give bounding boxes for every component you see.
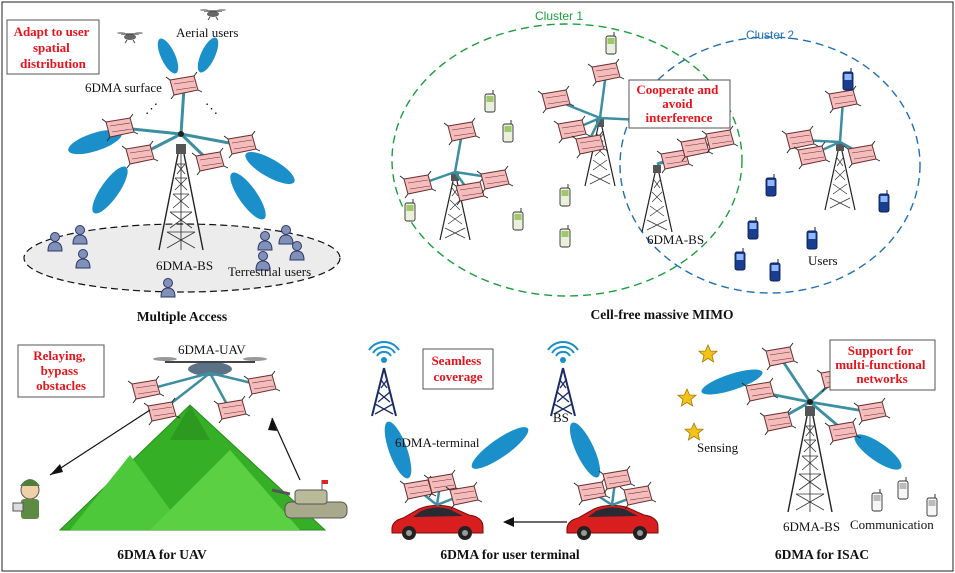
car-icon bbox=[391, 504, 484, 541]
beam-group bbox=[701, 369, 902, 470]
cluster-2-ellipse bbox=[619, 36, 921, 294]
label-bs: BS bbox=[553, 410, 569, 425]
phone-icon bbox=[871, 476, 938, 517]
drone-icon bbox=[116, 31, 144, 44]
arrow-relay-down bbox=[49, 409, 151, 476]
panel-multiple-access: ⋰ ⋱ Aerial users 6DMA surface 6DMA-BS Te… bbox=[6, 8, 341, 324]
radio-waves-icon bbox=[547, 340, 579, 364]
callout-box bbox=[17, 344, 105, 398]
caption-cell-free: Cell-free massive MIMO bbox=[591, 307, 734, 322]
label-6dma-bs-isac: 6DMA-BS bbox=[783, 519, 840, 534]
callout-cooperate: Cooperate and avoid interference bbox=[636, 82, 721, 125]
radio-waves-icon bbox=[368, 340, 400, 364]
caption-multiple-access: Multiple Access bbox=[137, 309, 227, 324]
label-6dma-uav: 6DMA-UAV bbox=[178, 342, 246, 357]
callout-box bbox=[6, 19, 100, 75]
callout-seamless: Seamless coverage bbox=[431, 353, 484, 384]
drone-icon bbox=[199, 8, 227, 21]
svg-text:⋰: ⋰ bbox=[145, 101, 158, 116]
callout-box bbox=[628, 79, 731, 129]
car-icon bbox=[566, 504, 659, 541]
beam-group bbox=[384, 421, 601, 479]
callout-box bbox=[829, 339, 936, 391]
svg-text:⋱: ⋱ bbox=[205, 101, 218, 116]
panel-terminal: 6DMA-terminal BS Seamless coverage 6DMA … bbox=[368, 340, 659, 562]
label-6dma-bs: 6DMA-BS bbox=[156, 258, 213, 273]
arrow-relay-up bbox=[271, 417, 301, 481]
label-cluster-2: Cluster 2 bbox=[746, 28, 794, 42]
caption-uav: 6DMA for UAV bbox=[117, 547, 207, 562]
ground-coverage-ellipse bbox=[23, 223, 341, 293]
soldier-icon bbox=[12, 479, 40, 519]
beam-group bbox=[68, 37, 295, 220]
tank-icon bbox=[271, 480, 348, 519]
label-terrestrial-users: Terrestrial users bbox=[228, 264, 311, 279]
panel-uav: 6DMA-UAV Relaying, bypass obstacles 6DMA… bbox=[12, 342, 348, 562]
label-communication: Communication bbox=[850, 517, 934, 532]
label-aerial-users: Aerial users bbox=[176, 25, 238, 40]
panel-cell-free: Cluster 1 Cluster 2 6DMA-BS Users bbox=[391, 9, 921, 322]
label-6dma-bs-cellfree: 6DMA-BS bbox=[647, 232, 704, 247]
label-users: Users bbox=[808, 253, 838, 268]
caption-terminal: 6DMA for user terminal bbox=[440, 547, 580, 562]
callout-adapt: Adapt to user spatial distribution bbox=[14, 24, 93, 71]
cluster-1-ellipse bbox=[391, 23, 743, 297]
callout-box bbox=[422, 348, 494, 390]
panel-isac: Sensing 6DMA-BS Communication Support fo… bbox=[677, 339, 938, 562]
callout-support: Support for multi-functional networks bbox=[835, 343, 929, 386]
callout-relaying: Relaying, bypass obstacles bbox=[33, 348, 89, 393]
label-sensing: Sensing bbox=[697, 440, 739, 455]
label-cluster-1: Cluster 1 bbox=[535, 9, 583, 23]
caption-isac: 6DMA for ISAC bbox=[775, 547, 869, 562]
label-6dma-surface: 6DMA surface bbox=[85, 80, 162, 95]
label-6dma-terminal: 6DMA-terminal bbox=[395, 435, 480, 450]
